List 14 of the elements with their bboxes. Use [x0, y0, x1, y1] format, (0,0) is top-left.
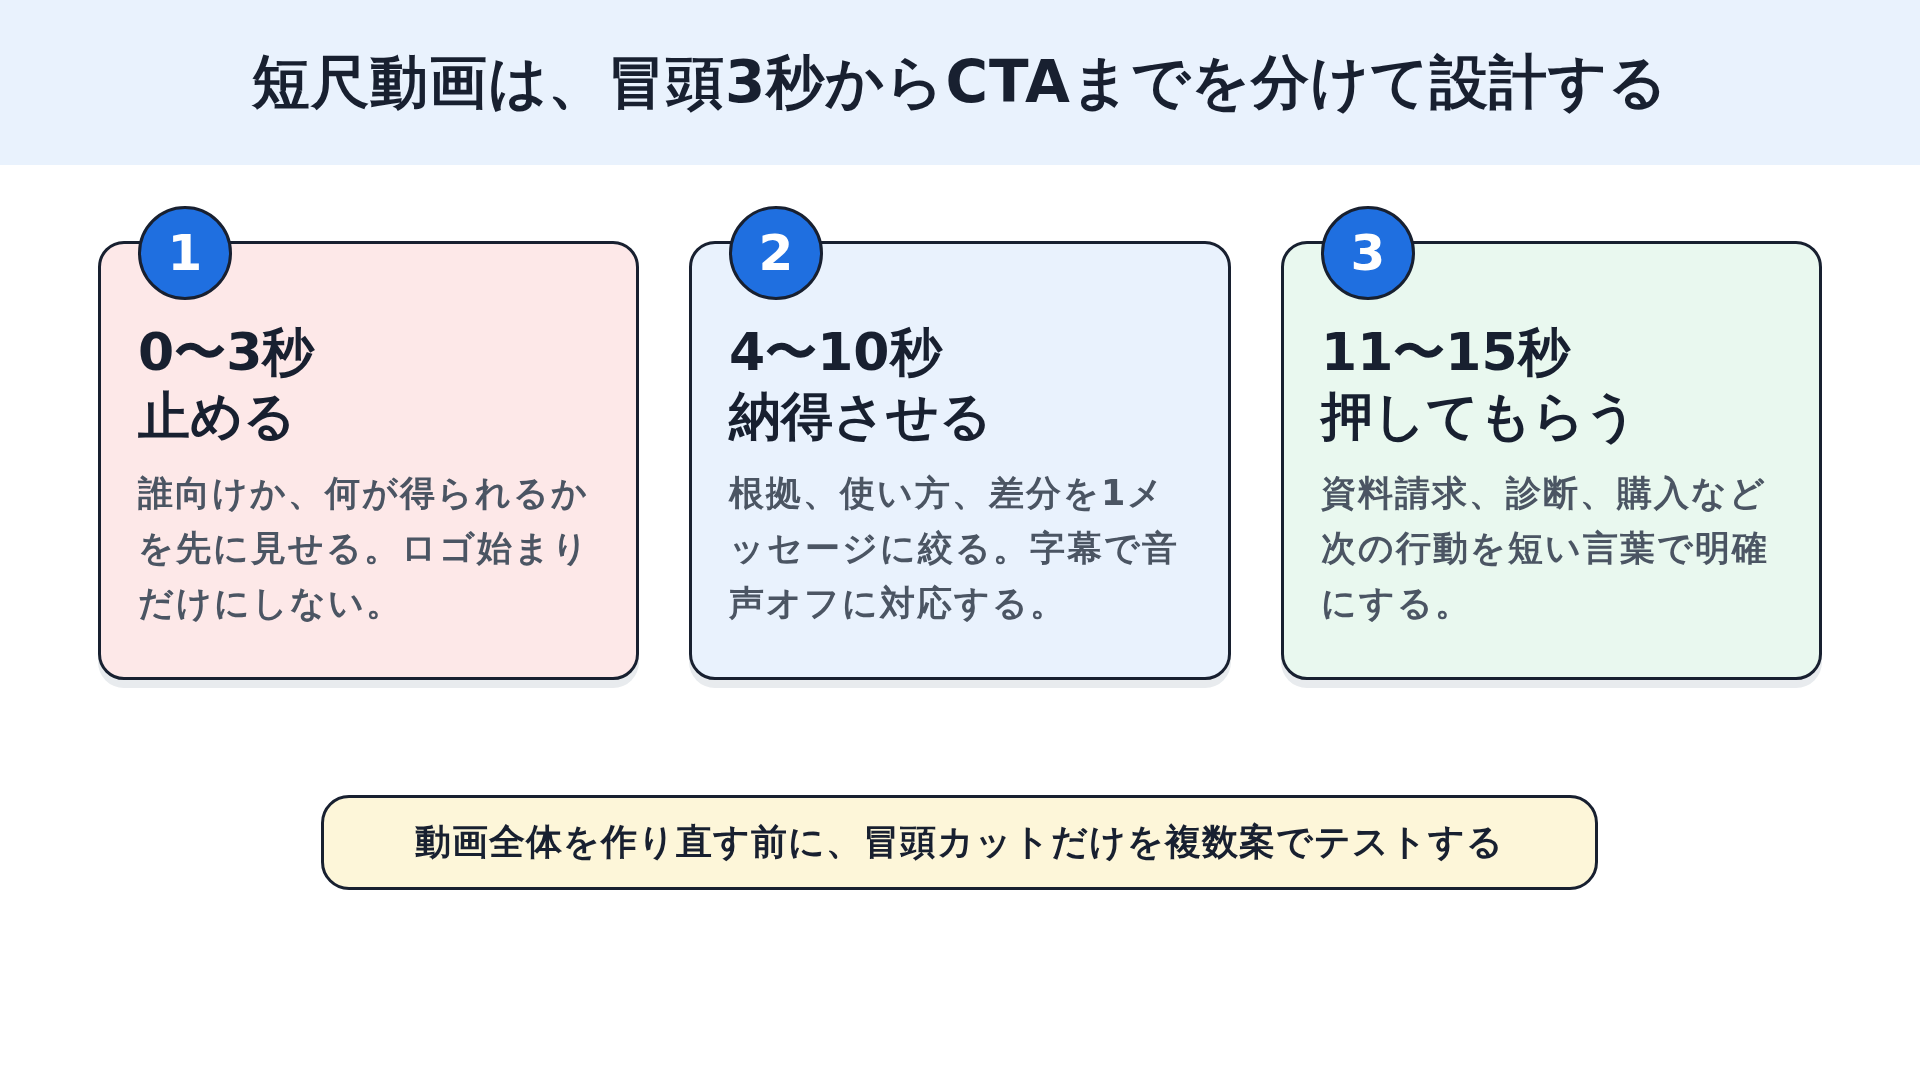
step-heading: 止める: [138, 385, 296, 448]
step-description: 誰向けか、何が得られるかを先に見せる。ロゴ始まりだけにしない。: [138, 472, 591, 625]
time-range-heading: 11〜15秒: [1321, 321, 1570, 384]
step-description: 根拠、使い方、差分を1メッセージに絞る。字幕で音声オフに対応する。: [729, 472, 1180, 625]
tip-banner: 動画全体を作り直す前に、冒頭カットだけを複数案でテストする: [321, 795, 1598, 890]
time-range-heading: 0〜3秒: [138, 321, 315, 384]
step-description: 資料請求、診断、購入など次の行動を短い言葉で明確にする。: [1321, 472, 1770, 625]
step-heading: 押してもらう: [1321, 385, 1638, 448]
time-range-heading: 4〜10秒: [729, 321, 942, 384]
step-number-badge: 2: [729, 206, 823, 300]
step-number-badge: 3: [1321, 206, 1415, 300]
step-heading: 納得させる: [729, 385, 992, 448]
step-number-badge: 1: [138, 206, 232, 300]
title: 短尺動画は、冒頭3秒からCTAまでを分けて設計する: [252, 46, 1668, 118]
